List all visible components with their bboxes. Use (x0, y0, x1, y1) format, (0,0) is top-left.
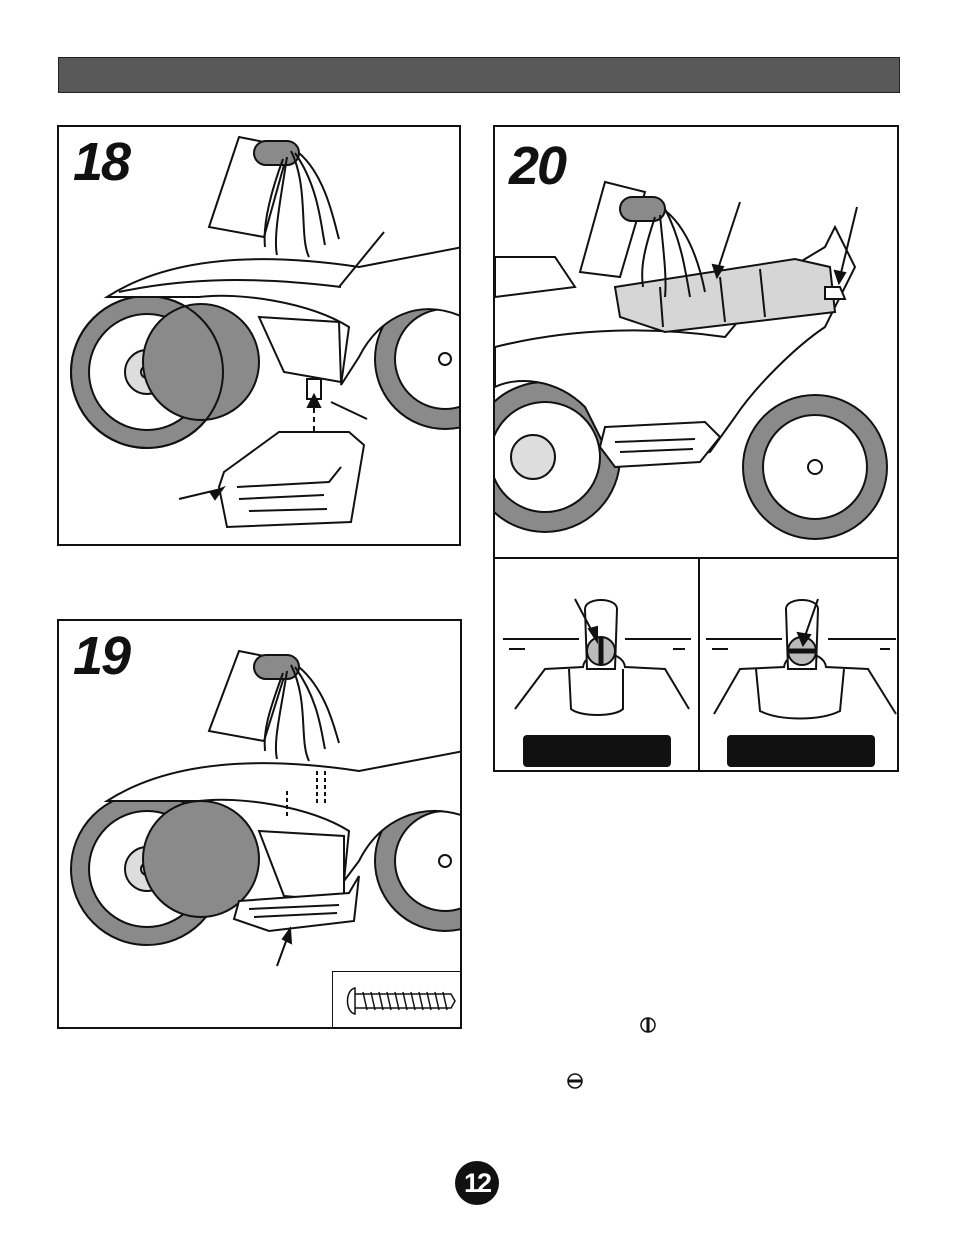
seat-installation-illustration (495, 127, 899, 557)
page-number-badge: 12 (455, 1161, 499, 1205)
screw-icon (333, 972, 462, 1029)
latch-locked-label-bar (727, 735, 875, 767)
footrest-screws-illustration (59, 621, 462, 1029)
screw-size-inset (332, 971, 462, 1029)
step-19-panel: 19 (57, 619, 462, 1029)
step-18-panel: 18 (57, 125, 461, 546)
section-header-bar (58, 57, 900, 93)
latch-horizontal-icon (566, 1072, 584, 1090)
latch-unlocked-inset (495, 557, 699, 772)
latch-vertical-icon (639, 1016, 657, 1034)
step-20-panel: 20 (493, 125, 899, 772)
latch-locked-inset (699, 557, 899, 772)
latch-unlocked-label-bar (523, 735, 671, 767)
footrest-alignment-illustration (59, 127, 461, 546)
